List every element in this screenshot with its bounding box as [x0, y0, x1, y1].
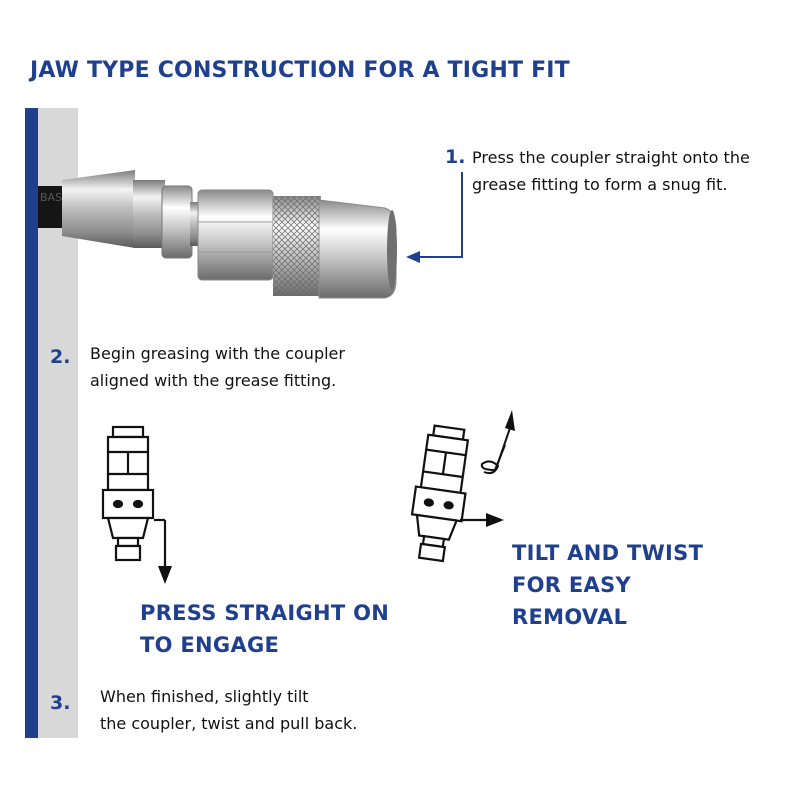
step2-number: 2.: [50, 346, 71, 368]
hose-print: BAS: [40, 191, 63, 204]
twist-arrowhead: [505, 410, 515, 431]
engage-callout: PRESS STRAIGHT ON TO ENGAGE: [140, 597, 389, 661]
pull-arrowhead: [486, 513, 504, 527]
diagram-press-straight: [101, 425, 167, 570]
hex-nut-small: [161, 185, 193, 259]
step1-number: 1.: [445, 146, 466, 168]
step1-text: Press the coupler straight onto the grea…: [472, 144, 750, 198]
step3-line2: the coupler, twist and pull back.: [100, 714, 358, 733]
step3-number: 3.: [50, 692, 71, 714]
engage-arrowhead: [158, 566, 172, 584]
hex-body: [197, 189, 274, 281]
diagram-tilt-twist: [410, 424, 470, 563]
engage-line1: PRESS STRAIGHT ON: [140, 601, 390, 625]
side-accent-bar: [25, 108, 38, 738]
step1-pointer-line: [418, 172, 463, 258]
fitting-neck: [133, 180, 165, 248]
step1-line1: Press the coupler straight onto the: [472, 148, 750, 167]
twist-curl: [480, 444, 506, 475]
step3-line1: When finished, slightly tilt: [100, 687, 309, 706]
removal-line2: FOR EASY: [512, 573, 632, 597]
removal-line3: REMOVAL: [512, 605, 628, 629]
step1-arrowhead: [406, 251, 420, 263]
removal-callout: TILT AND TWIST FOR EASY REMOVAL: [512, 537, 703, 633]
step3-text: When finished, slightly tilt the coupler…: [100, 683, 357, 737]
removal-line1: TILT AND TWIST: [512, 541, 704, 565]
step1-line2: grease fitting to form a snug fit.: [472, 175, 728, 194]
step2-line1: Begin greasing with the coupler: [90, 344, 345, 363]
page-title: JAW TYPE CONSTRUCTION FOR A TIGHT FIT: [30, 58, 570, 83]
coupler-nose: [318, 199, 397, 299]
step2-line2: aligned with the grease fitting.: [90, 371, 337, 390]
step2-text: Begin greasing with the coupler aligned …: [90, 340, 345, 394]
ferrule: [62, 170, 135, 248]
engage-line2: TO ENGAGE: [140, 633, 280, 657]
